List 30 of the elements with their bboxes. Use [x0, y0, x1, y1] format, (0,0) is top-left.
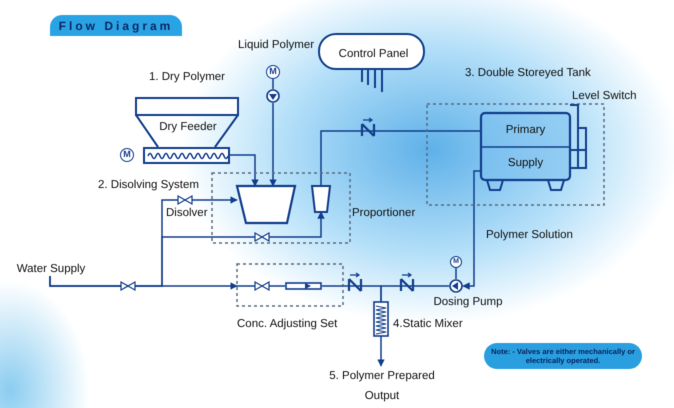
equipment-label: Dry Feeder — [158, 120, 218, 134]
edge-label: Polymer Solution — [486, 228, 573, 242]
panel-label: Control Panel — [338, 47, 410, 61]
pipe-line — [272, 79, 274, 89]
pipe-line — [343, 285, 382, 302]
pipe-line — [320, 130, 481, 186]
pipe-arrow — [462, 170, 481, 290]
diagram-title: Flow Diagram — [50, 15, 182, 36]
undefined: Dosing Pump — [432, 295, 504, 309]
motor-symbol: M — [120, 148, 134, 162]
outlet-label: 5. Polymer Prepared Output — [318, 366, 446, 404]
pipe-line — [455, 268, 457, 279]
section-heading: 2. Disolving System — [98, 178, 200, 192]
motor-symbol: M — [266, 65, 280, 79]
pipe-arrow — [49, 211, 325, 287]
source-label: Liquid Polymer — [238, 38, 314, 52]
pipe-arrow — [269, 103, 277, 187]
equipment-label: Proportioner — [352, 206, 416, 220]
inlet-label: Water Supply — [12, 262, 90, 276]
compartment-label: Primary — [504, 123, 546, 137]
equipment-label: Disolver — [166, 206, 209, 220]
compartment-label: Supply — [506, 156, 544, 170]
equipment-label: 4.Static Mixer — [393, 317, 464, 331]
instrument-label: Level Switch — [572, 89, 638, 103]
section-heading: 3. Double Storeyed Tank — [465, 66, 592, 80]
pipe-arrow — [377, 336, 385, 367]
pipe-arrow — [230, 154, 259, 187]
section-heading: Conc. Adjusting Set — [237, 317, 338, 331]
section-heading: 1. Dry Polymer — [148, 70, 226, 84]
control-panel-box — [318, 33, 425, 70]
